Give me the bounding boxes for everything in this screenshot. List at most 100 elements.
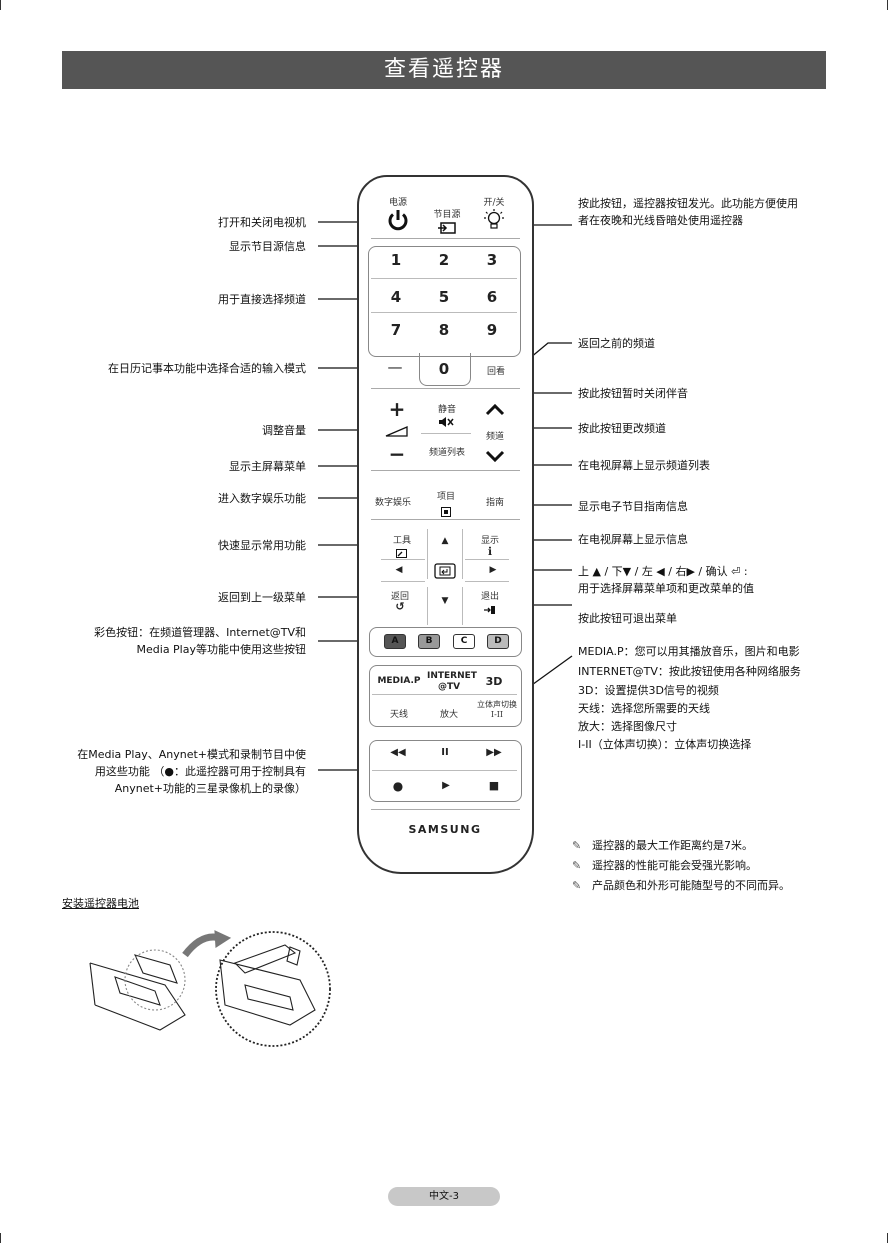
label-light-2: 者在夜晚和光线昏暗处使用遥控器 [578, 214, 743, 227]
digit-2-button[interactable]: 2 [438, 251, 450, 269]
three-d-button[interactable]: 3D [485, 675, 503, 688]
color-button-a[interactable]: A [384, 634, 406, 649]
volume-down-button[interactable]: − [388, 442, 406, 466]
pause-icon[interactable]: II [441, 747, 449, 758]
record-icon[interactable]: ● [392, 779, 404, 793]
stop-icon[interactable]: ■ [488, 779, 500, 792]
label-channel: 按此按钮更改频道 [578, 422, 666, 435]
power-label: 电源 [388, 198, 407, 208]
digit-7-button[interactable]: 7 [390, 321, 402, 339]
label-antenna: 天线：选择您所需要的天线 [578, 702, 710, 715]
channel-down-icon[interactable] [483, 449, 507, 465]
zero-box [419, 353, 471, 386]
nav-frame-left [427, 529, 428, 579]
enter-button[interactable] [433, 563, 457, 582]
exit-icon[interactable] [483, 602, 497, 618]
label-guide: 显示电子节目指南信息 [578, 500, 688, 513]
label-info: 在电视屏幕上显示信息 [578, 533, 688, 546]
dash-button[interactable]: — [387, 358, 403, 376]
menu-label: 项目 [436, 492, 455, 502]
label-mediap: MEDIA.P：您可以用其播放音乐，图片和电影 [578, 645, 800, 658]
digit-4-button[interactable]: 4 [390, 288, 402, 306]
separator-3 [371, 470, 520, 471]
arrow-left-icon[interactable]: ◀ [395, 565, 403, 575]
remote-back-left [89, 962, 186, 1031]
media-button[interactable]: 数字娱乐 [374, 498, 411, 508]
exit-label: 退出 [480, 592, 499, 602]
info-icon[interactable]: ℹ [487, 545, 493, 558]
digit-6-button[interactable]: 6 [486, 288, 498, 306]
prech-button[interactable]: 回看 [486, 367, 505, 377]
zoom-button[interactable]: 放大 [439, 710, 458, 720]
note-pen-icon: ✎ [572, 839, 582, 852]
label-media: 进入数字娱乐功能 [218, 492, 306, 505]
rewind-icon[interactable]: ◀◀ [390, 747, 406, 758]
label-power: 打开和关闭电视机 [218, 216, 306, 229]
digit-8-button[interactable]: 8 [438, 321, 450, 339]
arrow-up-icon[interactable]: ▲ [441, 536, 449, 546]
chlist-button[interactable]: 频道列表 [428, 448, 465, 458]
volume-up-button[interactable]: + [388, 397, 406, 421]
corner-mark-bl [0, 1233, 1, 1243]
nav-frame-h-left [381, 559, 425, 560]
power-icon[interactable] [383, 208, 413, 235]
function-button-box [369, 665, 522, 727]
nav-frame-h-right [465, 559, 509, 560]
digit-5-button[interactable]: 5 [438, 288, 450, 306]
label-playback-3: Anynet+功能的三星录像机上的录像） [114, 782, 306, 795]
tools-icon[interactable] [395, 546, 409, 562]
corner-mark-tl [0, 0, 1, 10]
separator-bottom [371, 809, 520, 810]
label-nav-2: 用于选择屏幕菜单项和更改菜单的值 [578, 582, 754, 595]
nav-frame-h-left-low [381, 581, 425, 582]
mute-icon[interactable] [435, 415, 457, 431]
note-range: ✎遥控器的最大工作距离约是7米。 [572, 839, 753, 852]
internet-button-line-2[interactable]: @TV [437, 682, 461, 692]
label-3d: 3D：设置提供3D信号的视频 [578, 684, 719, 697]
page-number: 中文-3 [388, 1187, 500, 1206]
nav-frame-right [462, 529, 463, 579]
battery-section-title: 安装遥控器电池 [62, 897, 139, 910]
digit-1-button[interactable]: 1 [390, 251, 402, 269]
note-light: ✎遥控器的性能可能会受强光影响。 [572, 859, 757, 872]
page-title: 查看遥控器 [383, 57, 504, 82]
separator-top [371, 238, 520, 239]
color-button-d[interactable]: D [487, 634, 509, 649]
fast-forward-icon[interactable]: ▶▶ [486, 747, 502, 758]
note-model: ✎产品颜色和外形可能随型号的不同而异。 [572, 879, 790, 892]
digit-3-button[interactable]: 3 [486, 251, 498, 269]
label-source: 显示节目源信息 [229, 240, 306, 253]
label-color-2: Media Play等功能中使用这些按钮 [136, 643, 306, 656]
light-bulb-icon[interactable] [483, 209, 505, 234]
menu-icon[interactable] [439, 504, 453, 520]
mute-underline [421, 433, 471, 434]
guide-button[interactable]: 指南 [485, 498, 504, 508]
color-button-b[interactable]: B [418, 634, 440, 649]
tools-label: 工具 [392, 536, 411, 546]
arrow-down-icon[interactable]: ▼ [441, 596, 449, 606]
digit-9-button[interactable]: 9 [486, 321, 498, 339]
number-pad-box [368, 246, 521, 357]
channel-up-icon[interactable] [483, 403, 507, 419]
play-icon[interactable]: ▶ [442, 780, 450, 791]
label-menu: 显示主屏幕菜单 [229, 460, 306, 473]
mute-label: 静音 [437, 405, 456, 415]
digit-0-button[interactable]: 0 [438, 360, 450, 378]
label-exit: 按此按钮可退出菜单 [578, 612, 677, 625]
numpad-row-line-1 [371, 278, 517, 279]
remote-control: 电源 节目源 开/关 1 2 3 4 5 6 7 8 9 — 0 回看 + − … [357, 175, 534, 874]
separator-4 [371, 519, 520, 520]
source-icon[interactable] [437, 221, 457, 237]
mediap-button[interactable]: MEDIA.P [377, 676, 421, 686]
label-playback-1: 在Media Play、Anynet+模式和录制节目中使 [77, 748, 306, 761]
color-button-c[interactable]: C [453, 634, 475, 649]
internet-button-line-1[interactable]: INTERNET [427, 671, 477, 681]
dual-button-line-2[interactable]: I-II [490, 710, 504, 719]
channel-label: 频道 [485, 432, 504, 442]
label-dash: 在日历记事本功能中选择合适的输入模式 [108, 362, 306, 375]
dual-button-line-1[interactable]: 立体声切换 [477, 700, 517, 709]
arrow-right-icon[interactable]: ▶ [489, 565, 497, 575]
source-label: 节目源 [433, 210, 461, 220]
antenna-button[interactable]: 天线 [389, 710, 408, 720]
return-icon[interactable]: ↺ [395, 600, 405, 613]
